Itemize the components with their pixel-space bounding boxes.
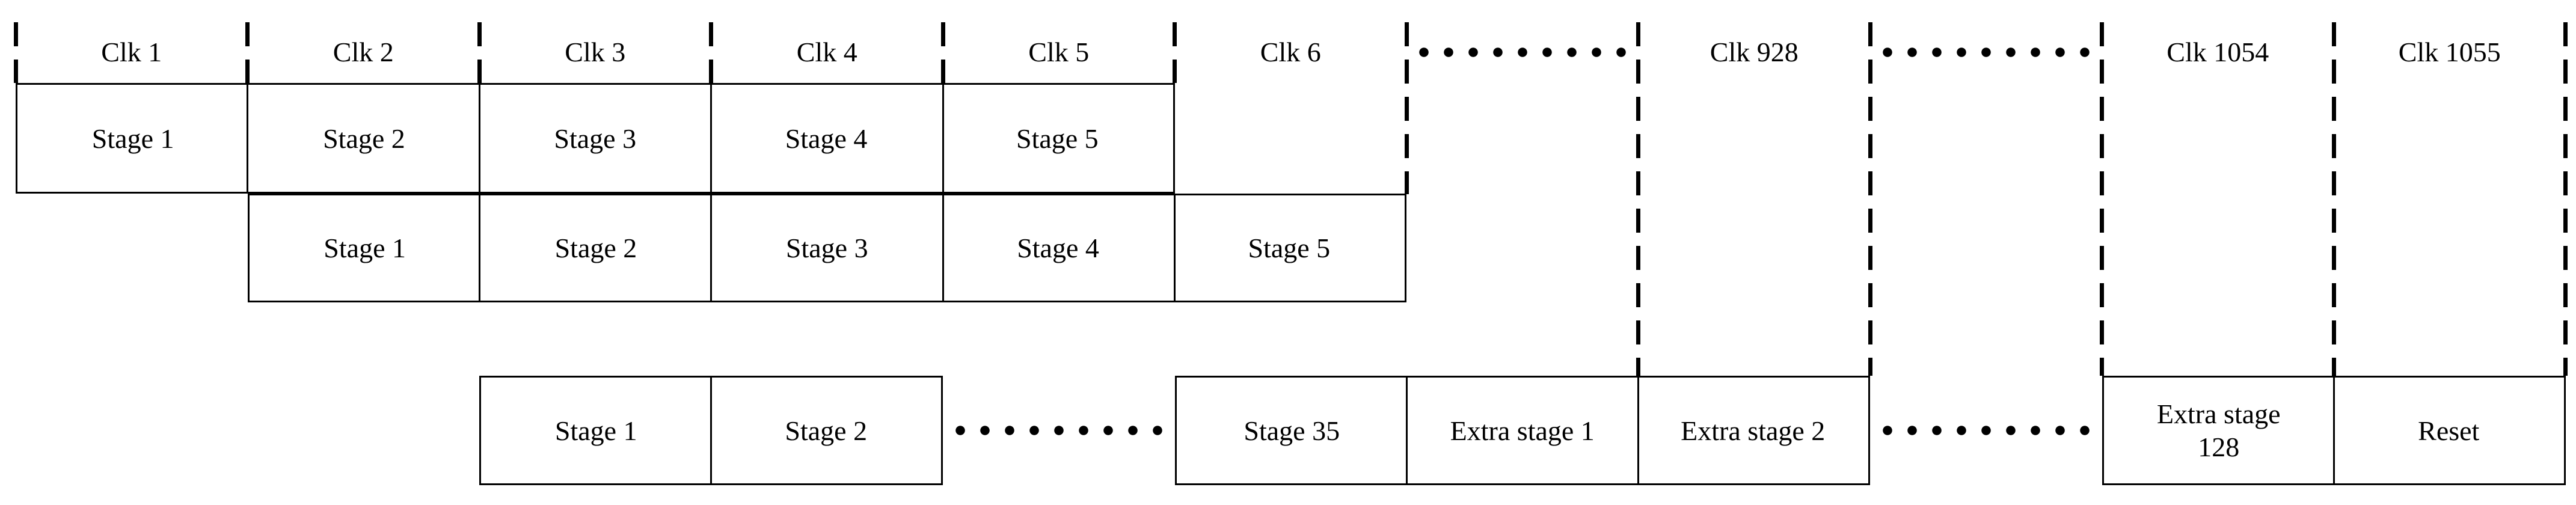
stage-cell: Stage 5 (1248, 233, 1331, 263)
clock-boundary-dashed-line (2331, 22, 2336, 376)
cell-divider (710, 85, 712, 192)
row-1-cells: Stage 1 Stage 2 Stage 3 Stage 4 Stage 5 (17, 85, 1173, 192)
stage-cell: Stage 4 (1017, 233, 1099, 263)
stage-cell: Stage 35 (1244, 415, 1340, 446)
clock-label-clk-4: Clk 4 (796, 37, 857, 67)
clock-label-clk-928: Clk 928 (1710, 37, 1799, 67)
clock-boundary-dashed-line (2563, 22, 2568, 376)
clock-boundary-dashed-line (2100, 22, 2104, 376)
ellipsis-dots-icon (1882, 47, 2090, 57)
stage-cell: Stage 3 (785, 233, 868, 263)
clock-label-clk-1055: Clk 1055 (2398, 37, 2501, 67)
stage-cell: Stage 2 (323, 123, 405, 154)
pipeline-row-1: Stage 1 Stage 2 Stage 3 Stage 4 Stage 5 (16, 83, 1175, 194)
stage-cell: Stage 1 (554, 415, 637, 446)
cell-divider (1637, 378, 1639, 483)
stage-cell-extra-stage-128: Extra stage 128 (2104, 378, 2334, 483)
row-3-segment-3-cells: Extra stage 128 Reset (2104, 378, 2564, 483)
clock-label-clk-2: Clk 2 (333, 37, 394, 67)
stage-cell: Stage 1 (91, 123, 174, 154)
clock-label-clk-1: Clk 1 (101, 37, 162, 67)
ellipsis-dots-icon (955, 426, 1162, 435)
ellipsis-dots-icon (1418, 47, 1626, 57)
stage-cell: Stage 1 (324, 233, 406, 263)
clock-label-clk-6: Clk 6 (1260, 37, 1321, 67)
clock-label-clk-5: Clk 5 (1028, 37, 1090, 67)
cell-divider (478, 85, 480, 192)
pipeline-row-3-segment-1: Stage 1 Stage 2 (479, 376, 943, 485)
cell-divider (2332, 378, 2335, 483)
clock-boundary-dashed-line (1404, 22, 1409, 194)
clock-boundary-dashed-line (1636, 22, 1640, 376)
cell-divider (942, 85, 944, 192)
cell-divider (247, 85, 248, 192)
clock-boundary-tick (1173, 22, 1177, 83)
cell-divider (1174, 195, 1176, 301)
stage-label: Extra stage 128 (2156, 398, 2281, 462)
clock-boundary-tick (13, 22, 18, 83)
cell-divider (478, 195, 480, 301)
cell-divider (942, 195, 944, 301)
pipeline-row-3-segment-2: Stage 35 Extra stage 1 Extra stage 2 (1174, 376, 1870, 485)
clock-boundary-tick (940, 22, 945, 83)
clock-boundary-tick (709, 22, 713, 83)
stage-cell: Stage 4 (785, 123, 868, 154)
stage-cell: Stage 2 (785, 415, 868, 446)
pipeline-row-3-segment-3: Extra stage 128 Reset (2102, 376, 2566, 485)
stage-cell: Extra stage 1 (1450, 415, 1595, 446)
stage-cell: Stage 2 (554, 233, 637, 263)
row-2-cells: Stage 1 Stage 2 Stage 3 Stage 4 Stage 5 (250, 195, 1405, 301)
clock-boundary-tick (477, 22, 482, 83)
cell-divider (1405, 378, 1408, 483)
clock-label-clk-3: Clk 3 (565, 37, 626, 67)
clock-boundary-dashed-line (1868, 22, 1872, 376)
clock-boundary-tick (245, 22, 250, 83)
row-3-segment-1-cells: Stage 1 Stage 2 (481, 378, 941, 483)
cell-divider (710, 378, 712, 483)
stage-cell: Extra stage 2 (1681, 415, 1826, 446)
clock-label-clk-1054: Clk 1054 (2167, 37, 2269, 67)
stage-cell-reset: Reset (2418, 415, 2480, 446)
stage-cell: Stage 5 (1016, 123, 1099, 154)
row-3-segment-2-cells: Stage 35 Extra stage 1 Extra stage 2 (1177, 378, 1869, 483)
pipeline-row-2: Stage 1 Stage 2 Stage 3 Stage 4 Stage 5 (247, 194, 1406, 302)
cell-divider (710, 195, 712, 301)
stage-cell: Stage 3 (554, 123, 637, 154)
ellipsis-dots-icon (1882, 426, 2090, 435)
